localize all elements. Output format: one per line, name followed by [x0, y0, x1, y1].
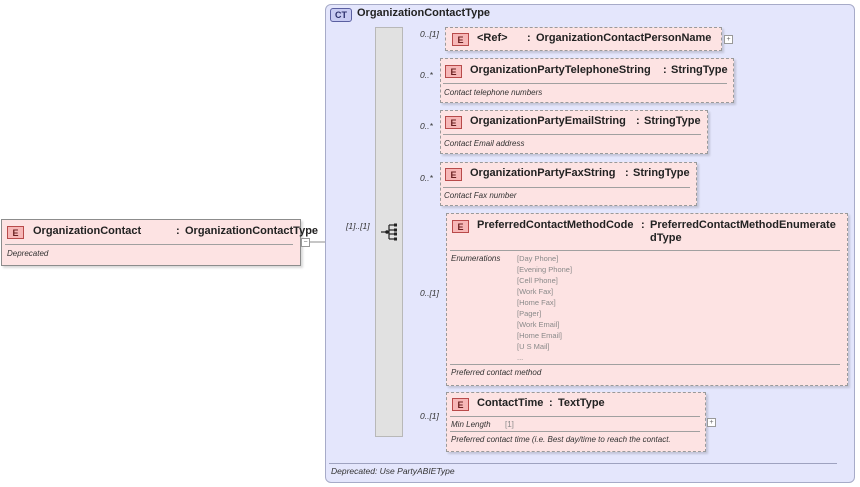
element-divider — [443, 83, 727, 84]
root-element-divider — [5, 244, 293, 245]
complex-type-footer-doc: Deprecated: Use PartyABIEType — [331, 466, 455, 476]
complex-type-name: OrganizationContactType — [357, 7, 491, 19]
ref-element-box[interactable] — [445, 27, 722, 51]
complex-type-footer-divider — [329, 463, 837, 464]
enumeration-value: [Home Email] — [517, 331, 563, 340]
element-divider — [443, 134, 701, 135]
root-element-box[interactable] — [1, 219, 301, 266]
element-divider — [450, 250, 840, 251]
fax-element-name: OrganizationPartyFaxString — [470, 167, 616, 179]
enumeration-value: [Cell Phone] — [517, 276, 558, 285]
telephone-element-colon: : — [663, 64, 667, 76]
root-element-type: OrganizationContactType — [185, 225, 319, 237]
preferred-contact-method-type-line2: dType — [650, 232, 682, 244]
enumeration-value: [U S Mail] — [517, 342, 550, 351]
contact-time-colon: : — [549, 397, 553, 409]
email-element-box[interactable] — [440, 110, 708, 154]
element-divider — [450, 364, 840, 365]
fax-element-type: StringType — [633, 167, 690, 179]
telephone-element-doc: Contact telephone numbers — [444, 88, 543, 97]
preferred-contact-method-doc: Preferred contact method — [451, 368, 542, 377]
element-badge-icon: E — [445, 116, 462, 129]
ref-element-name: <Ref> — [477, 32, 508, 44]
element-cardinality: 0..[1] — [420, 411, 439, 421]
enumerations-list: [Day Phone] [Evening Phone] [Cell Phone]… — [517, 253, 572, 363]
element-cardinality: 0..* — [420, 70, 433, 80]
enumerations-label: Enumerations — [451, 254, 501, 263]
email-element-name: OrganizationPartyEmailString — [470, 115, 626, 127]
enumeration-value: [Day Phone] — [517, 254, 559, 263]
element-divider — [450, 416, 700, 417]
enumeration-value: [Home Fax] — [517, 298, 556, 307]
preferred-contact-method-name: PreferredContactMethodCode — [477, 219, 634, 231]
element-badge-icon: E — [452, 398, 469, 411]
element-badge-icon: E — [452, 33, 469, 46]
element-cardinality: 0..* — [420, 173, 433, 183]
sequence-cardinality: [1]..[1] — [346, 221, 370, 231]
element-badge-icon: E — [452, 220, 469, 233]
email-element-doc: Contact Email address — [444, 139, 525, 148]
fax-element-box[interactable] — [440, 162, 697, 206]
element-badge-icon: E — [445, 65, 462, 78]
enumeration-value: [Work Email] — [517, 320, 560, 329]
element-badge-icon: E — [445, 168, 462, 181]
enumeration-more: ... — [517, 353, 524, 362]
preferred-contact-method-element-box[interactable] — [446, 213, 848, 386]
telephone-element-type: StringType — [671, 64, 728, 76]
contact-time-doc: Preferred contact time (i.e. Best day/ti… — [451, 435, 671, 444]
enumeration-value: [Work Fax] — [517, 287, 554, 296]
telephone-element-name: OrganizationPartyTelephoneString — [470, 64, 651, 76]
contact-time-element-box[interactable] — [446, 392, 706, 452]
contact-time-name: ContactTime — [477, 397, 544, 409]
element-divider — [443, 187, 690, 188]
contact-time-type: TextType — [558, 397, 605, 409]
enumeration-value: [Evening Phone] — [517, 265, 573, 274]
min-length-facet-label: Min Length — [451, 420, 491, 429]
root-element-name: OrganizationContact — [33, 225, 142, 237]
fax-element-colon: : — [625, 167, 629, 179]
element-badge-icon: E — [7, 226, 24, 239]
root-element-doc: Deprecated — [7, 249, 49, 258]
email-element-type: StringType — [644, 115, 701, 127]
enumeration-value: [Pager] — [517, 309, 542, 318]
element-cardinality: 0..[1] — [420, 288, 439, 298]
email-element-colon: : — [636, 115, 640, 127]
preferred-contact-method-colon: : — [641, 219, 645, 231]
element-cardinality: 0..[1] — [420, 29, 439, 39]
ref-element-colon: : — [527, 32, 531, 44]
element-cardinality: 0..* — [420, 121, 433, 131]
sequence-compositor-icon[interactable] — [379, 222, 399, 242]
preferred-contact-method-type-line1: PreferredContactMethodEnumerate — [650, 219, 836, 231]
expand-toggle-icon[interactable]: + — [724, 35, 733, 44]
telephone-element-box[interactable] — [440, 58, 734, 103]
min-length-facet-value: [1] — [505, 420, 514, 429]
expand-toggle-icon[interactable]: + — [707, 418, 716, 427]
root-element-colon: : — [176, 225, 180, 237]
ref-element-type: OrganizationContactPersonName — [536, 32, 712, 44]
fax-element-doc: Contact Fax number — [444, 191, 517, 200]
element-divider — [450, 431, 700, 432]
collapse-toggle-icon[interactable]: − — [301, 238, 310, 247]
complex-type-badge-icon: CT — [330, 8, 352, 22]
